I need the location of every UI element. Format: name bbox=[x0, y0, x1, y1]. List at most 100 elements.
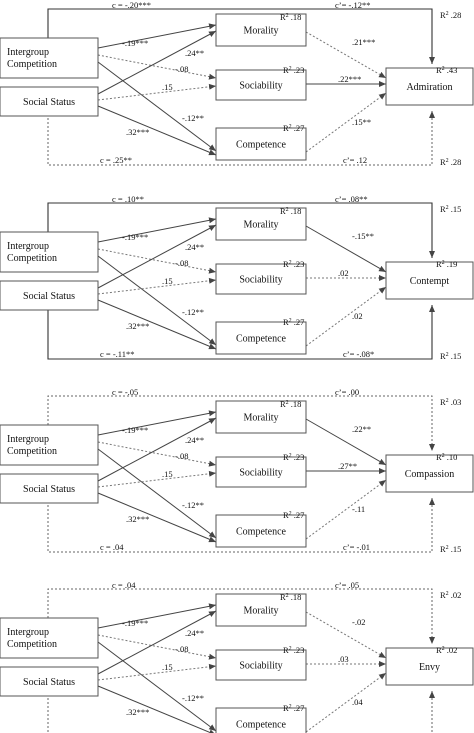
direct-effect-c-prime-bottom: c’= -.01 bbox=[343, 542, 370, 552]
box-intergroup-competition-label-line1: Intergroup bbox=[7, 241, 49, 252]
path-status-competence bbox=[97, 492, 217, 543]
box-morality: Morality bbox=[215, 13, 307, 47]
path-competition-sociability bbox=[97, 248, 217, 274]
path-competition-competence bbox=[97, 448, 217, 539]
r2-morality: R2 .18 bbox=[280, 206, 301, 216]
total-effect-top-path bbox=[47, 8, 435, 64]
path-status-morality bbox=[97, 610, 217, 675]
path-status-competence bbox=[97, 299, 217, 350]
box-morality: Morality bbox=[215, 207, 307, 241]
total-effect-top-path bbox=[47, 202, 435, 258]
box-outcome: Admiration bbox=[385, 67, 474, 106]
box-competence-label: Competence bbox=[236, 140, 287, 151]
r2-outcome: R2 .10 bbox=[436, 452, 457, 462]
path-status-morality bbox=[97, 224, 217, 289]
direct-effect-c-prime-top: c’= .05 bbox=[335, 580, 359, 590]
r2-sociability: R2 .23 bbox=[283, 65, 304, 75]
box-social-status-label: Social Status bbox=[23, 291, 75, 302]
box-sociability: Sociability bbox=[215, 649, 307, 681]
path-competition-competence bbox=[97, 61, 217, 152]
box-intergroup-competition-label-line2: Competition bbox=[7, 253, 57, 264]
box-social-status-label: Social Status bbox=[23, 677, 75, 688]
box-outcome-label: Admiration bbox=[406, 82, 452, 93]
box-morality-label: Morality bbox=[244, 220, 279, 231]
box-social-status-label: Social Status bbox=[23, 97, 75, 108]
box-social-status: Social Status bbox=[0, 280, 99, 311]
path-competition-morality bbox=[97, 603, 217, 629]
r2-morality: R2 .18 bbox=[280, 399, 301, 409]
box-morality-label: Morality bbox=[244, 26, 279, 37]
path-status-morality bbox=[97, 30, 217, 95]
r2-morality: R2 .18 bbox=[280, 592, 301, 602]
r2-outcome: R2 .43 bbox=[436, 65, 457, 75]
coef-status-competence: .32*** bbox=[126, 707, 149, 717]
box-outcome: Envy bbox=[385, 647, 474, 686]
box-sociability: Sociability bbox=[215, 263, 307, 295]
r2-competence: R2 .27 bbox=[283, 510, 304, 520]
coef-competence-outcome: -.11 bbox=[352, 504, 365, 514]
total-effect-c-top: c = .04 bbox=[112, 580, 136, 590]
coef-competition-sociability: -.08 bbox=[175, 64, 188, 74]
box-sociability-label: Sociability bbox=[239, 468, 282, 479]
r2-sociability: R2 .23 bbox=[283, 645, 304, 655]
total-effect-bottom-path bbox=[47, 284, 435, 360]
coef-competition-morality: -.19*** bbox=[122, 232, 148, 242]
path-competition-morality bbox=[97, 217, 217, 243]
r2-outcome: R2 .19 bbox=[436, 259, 457, 269]
coef-competition-competence: -.12** bbox=[182, 113, 204, 123]
path-status-sociability bbox=[97, 277, 217, 295]
r2-competence: R2 .27 bbox=[283, 703, 304, 713]
total-effect-bottom-path bbox=[47, 90, 435, 166]
direct-effect-c-prime-top: c’= .08** bbox=[335, 194, 368, 204]
coef-status-sociability: .15 bbox=[162, 276, 173, 286]
coef-morality-outcome: -.02 bbox=[352, 617, 365, 627]
path-competition-sociability bbox=[97, 441, 217, 467]
path-status-competence bbox=[97, 105, 217, 156]
coef-competition-morality: -.19*** bbox=[122, 618, 148, 628]
path-morality-outcome bbox=[305, 225, 387, 273]
r2-total-top: R2 .28 bbox=[440, 10, 461, 20]
path-competition-sociability bbox=[97, 54, 217, 80]
coef-status-competence: .32*** bbox=[126, 514, 149, 524]
r2-morality: R2 .18 bbox=[280, 12, 301, 22]
total-effect-bottom-path bbox=[47, 477, 435, 553]
path-morality-outcome bbox=[305, 418, 387, 466]
box-outcome: Compassion bbox=[385, 454, 474, 493]
total-effect-c-top: c = -.20*** bbox=[112, 0, 151, 10]
coef-competition-competence: -.12** bbox=[182, 307, 204, 317]
coef-sociability-outcome: .02 bbox=[338, 268, 349, 278]
path-morality-outcome bbox=[305, 611, 387, 659]
path-competence-outcome bbox=[305, 92, 387, 153]
direct-effect-c-prime-top: c’= -.12** bbox=[335, 0, 370, 10]
coef-competition-sociability: -.08 bbox=[175, 644, 188, 654]
box-outcome-label: Contempt bbox=[410, 276, 450, 287]
path-competence-outcome bbox=[305, 672, 387, 733]
coef-competition-morality: -.19*** bbox=[122, 38, 148, 48]
box-intergroup-competition-label-line2: Competition bbox=[7, 59, 57, 70]
box-intergroup-competition-label-line1: Intergroup bbox=[7, 47, 49, 58]
coef-competition-sociability: -.08 bbox=[175, 258, 188, 268]
path-morality-outcome bbox=[305, 31, 387, 79]
box-morality: Morality bbox=[215, 400, 307, 434]
total-effect-c-bottom: c = .04 bbox=[100, 542, 124, 552]
path-competition-competence bbox=[97, 641, 217, 732]
coef-status-morality: .24** bbox=[185, 628, 204, 638]
coef-status-morality: .24** bbox=[185, 435, 204, 445]
box-competence-label: Competence bbox=[236, 720, 287, 731]
r2-total-top: R2 .03 bbox=[440, 397, 461, 407]
coef-status-sociability: .15 bbox=[162, 469, 173, 479]
box-intergroup-competition-label-line2: Competition bbox=[7, 639, 57, 650]
box-competence: Competence bbox=[215, 514, 307, 548]
box-intergroup-competition-label-line1: Intergroup bbox=[7, 627, 49, 638]
r2-outcome: R2 .02 bbox=[436, 645, 457, 655]
box-sociability-label: Sociability bbox=[239, 81, 282, 92]
coef-status-sociability: .15 bbox=[162, 662, 173, 672]
path-status-sociability bbox=[97, 470, 217, 488]
